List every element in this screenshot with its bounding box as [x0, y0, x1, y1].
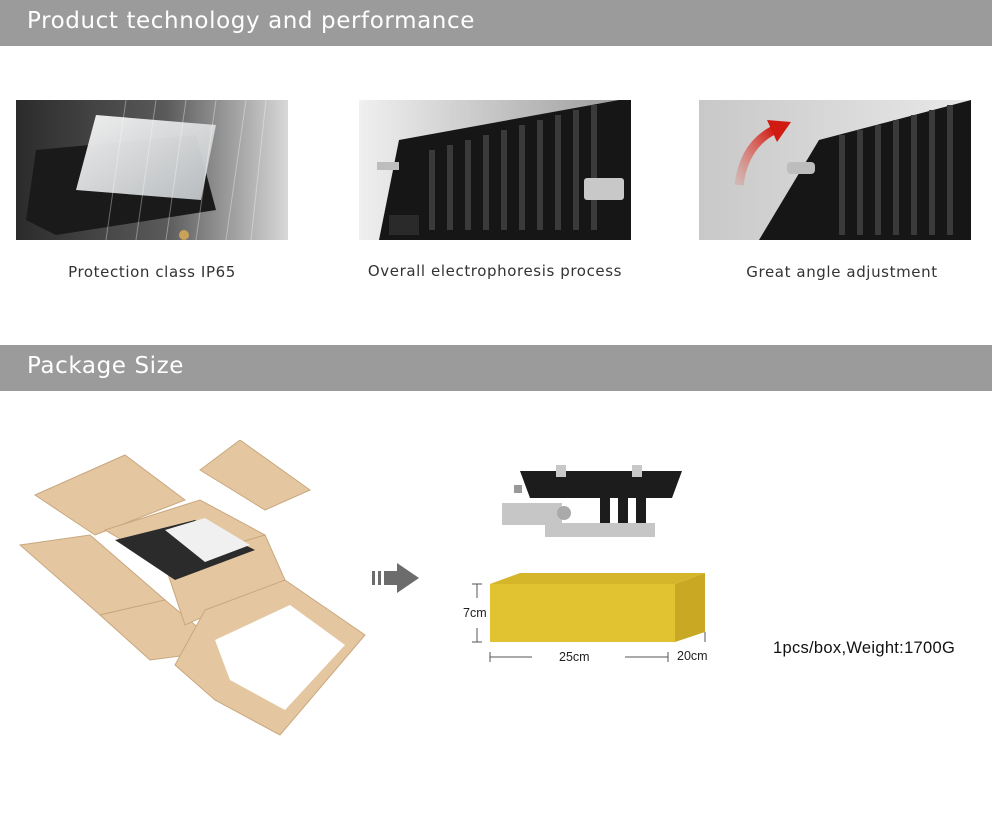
box-height-label: 7cm: [463, 606, 487, 620]
box-front-face: [490, 584, 675, 642]
feature-caption-angle-adjustment: Great angle adjustment: [746, 263, 938, 281]
feature-image-ip65: [16, 100, 288, 240]
feature-caption-ip65: Protection class IP65: [68, 263, 236, 281]
arrow-icon: [371, 561, 421, 595]
open-box-image: [15, 439, 370, 740]
feature-image-angle-adjustment: [699, 100, 971, 240]
section-title-package: Package Size: [27, 353, 185, 379]
box-top-face: [490, 573, 705, 584]
package-weight-text: 1pcs/box,Weight:1700G: [773, 639, 956, 657]
product-side-image: [500, 463, 685, 541]
feature-image-electrophoresis: [359, 100, 631, 240]
box-side-face: [675, 573, 705, 642]
feature-caption-electrophoresis: Overall electrophoresis process: [367, 262, 623, 280]
section-banner-technology: Product technology and performance: [0, 0, 992, 46]
box-dimension-diagram: [460, 570, 720, 670]
box-width-label: 20cm: [677, 649, 708, 663]
box-length-label: 25cm: [559, 650, 590, 664]
section-title-technology: Product technology and performance: [27, 8, 475, 34]
section-banner-package: Package Size: [0, 345, 992, 391]
